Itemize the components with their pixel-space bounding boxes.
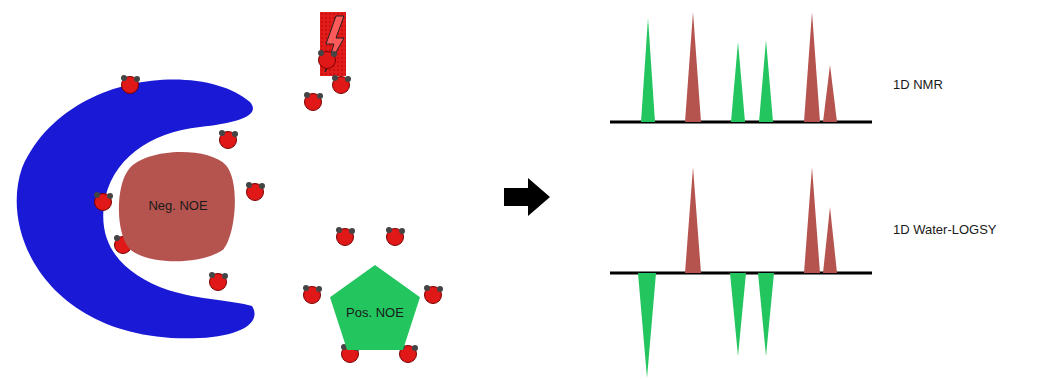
ligand-blob: Neg. NOE [118,148,238,263]
node-label: Neg. NOE [148,198,207,214]
spectrum-label: 1D NMR [893,77,943,92]
ligand-pentagon: Pos. NOE [330,265,420,350]
protein-shape [17,79,255,338]
node-label: Pos. NOE [346,305,404,321]
nmr-peaks [638,12,837,378]
water-molecules [94,50,443,363]
process-arrow [504,178,550,216]
spectrum-label: 1D Water-LOGSY [893,222,997,237]
